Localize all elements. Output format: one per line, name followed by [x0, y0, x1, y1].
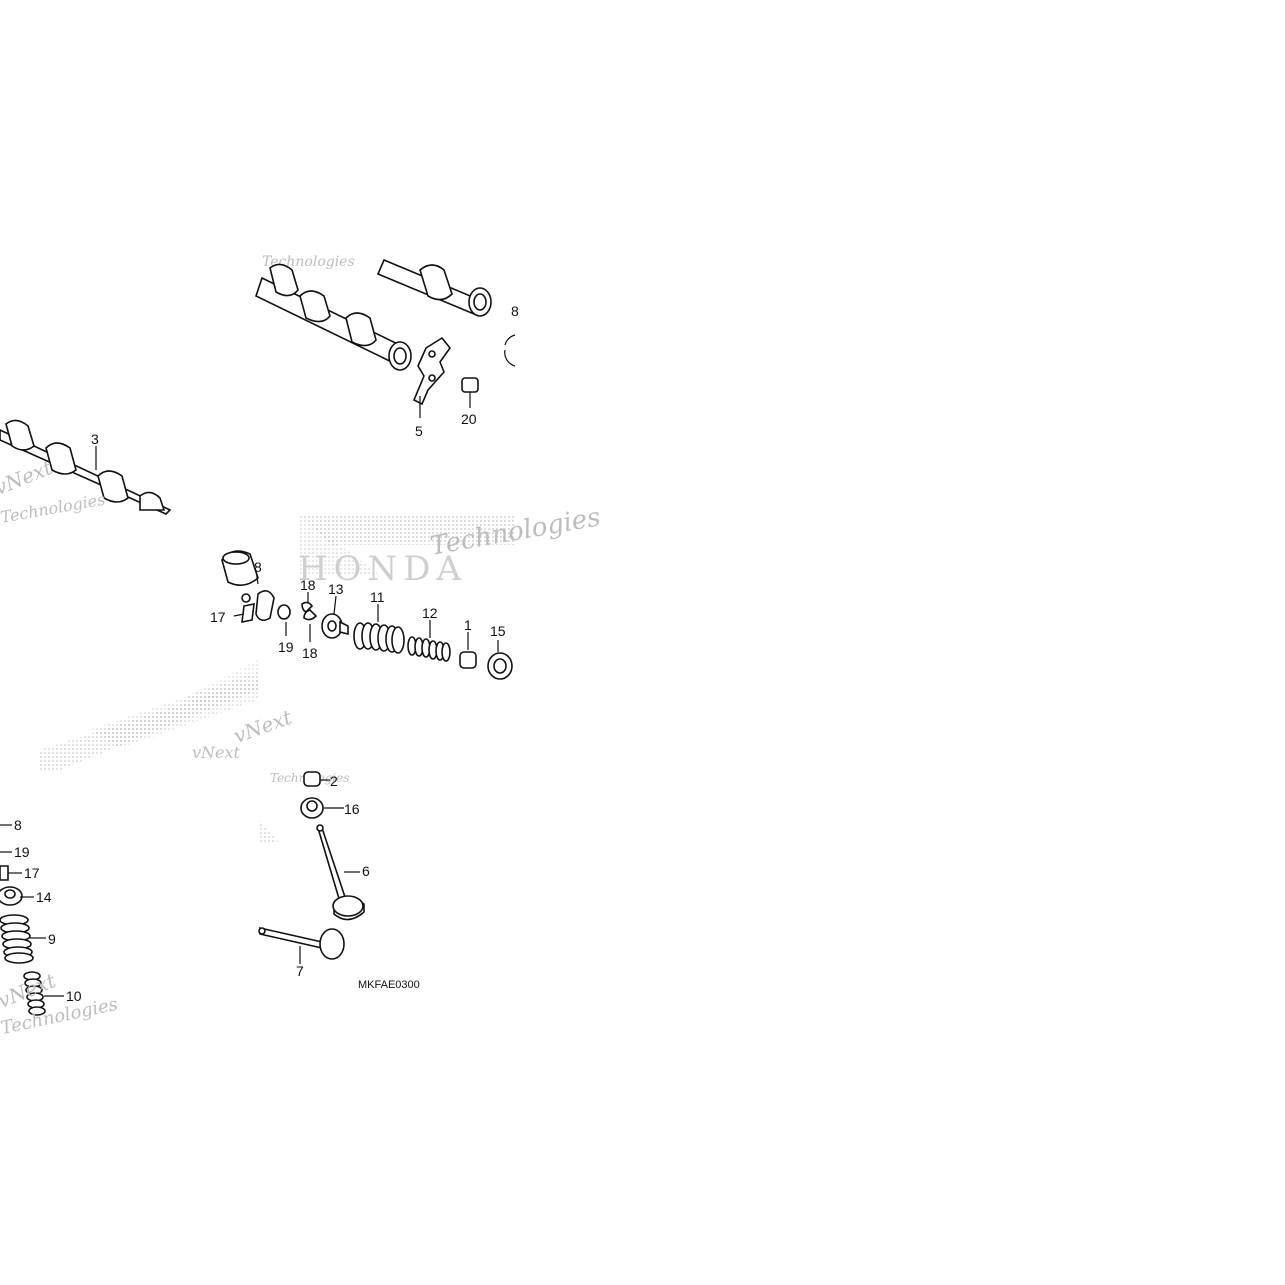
- watermark-text: Technologies: [0, 490, 107, 527]
- cam-stopper-plate: [412, 336, 452, 406]
- exhaust-outer-spring-9: [0, 914, 34, 964]
- callout-10: 10: [66, 988, 82, 1004]
- shim-19-upper: [277, 604, 291, 620]
- retainer-14: [0, 886, 23, 906]
- inner-spring-12: [407, 636, 451, 662]
- callout-9: 9: [48, 931, 56, 947]
- cotter-17-upper: [241, 602, 255, 624]
- callout-3: 3: [91, 431, 99, 447]
- seal-1: [459, 651, 477, 669]
- callout-17-lower: 17: [24, 865, 40, 881]
- intake-valve-6: [316, 824, 365, 921]
- exhaust-valve-7: [258, 926, 345, 960]
- callout-11: 11: [370, 589, 385, 605]
- callout-1: 1: [464, 617, 472, 633]
- callout-7: 7: [296, 963, 304, 979]
- callout-15: 15: [490, 623, 506, 639]
- shim-upper: [241, 590, 275, 622]
- watermark-text: vNext: [230, 705, 295, 748]
- watermark-text: Technologies: [428, 502, 603, 561]
- callout-17-upper: 17: [210, 609, 226, 625]
- callout-19-upper: 19: [278, 639, 294, 655]
- callout-6: 6: [362, 863, 370, 879]
- intake-camshaft: [255, 258, 492, 371]
- cotters-18: [301, 601, 318, 621]
- exhaust-inner-spring-10: [23, 971, 46, 1016]
- callout-8-lower: 8: [14, 817, 22, 833]
- callout-14: 14: [36, 889, 52, 905]
- callout-16: 16: [344, 801, 360, 817]
- callout-18-bottom: 18: [302, 645, 318, 661]
- watermark-text: vNext: [192, 743, 241, 762]
- stem-seal-2: [303, 771, 321, 787]
- watermark-brand: HONDA: [298, 549, 467, 589]
- stopper-bolt: [461, 377, 479, 393]
- watermark-text: vNext: [0, 455, 56, 500]
- exhaust-camshaft: [0, 419, 172, 515]
- valve-guide-16: [300, 797, 324, 819]
- left-middle-tile: vNext vNext: [40, 660, 296, 770]
- callout-8-edge: 8: [511, 303, 519, 319]
- lower-left-tile: 8 19 17 14 9 10 vNext Technologies: [0, 817, 120, 1039]
- callout-19-lower: 19: [14, 844, 30, 860]
- upper-right-tile: Technologies 5 20 8: [255, 254, 519, 439]
- callout-2: 2: [330, 773, 338, 789]
- seat-15: [487, 652, 513, 680]
- valve-lifter-upper: [221, 550, 259, 586]
- callout-13: 13: [328, 581, 344, 597]
- callout-18-top: 18: [300, 577, 316, 593]
- cotter-17-lower: [0, 865, 9, 881]
- lower-middle-tile: Technologies 2 16 6 7 MKFAE0300: [258, 771, 420, 991]
- upper-left-tile: 3 vNext Technologies: [0, 419, 172, 527]
- retainer-13: [321, 613, 349, 639]
- callout-5: 5: [415, 423, 423, 439]
- callout-12: 12: [422, 605, 438, 621]
- diagram-code: MKFAE0300: [358, 979, 420, 991]
- callout-20: 20: [461, 411, 477, 427]
- outer-spring-11: [353, 622, 405, 654]
- middle-tile: HONDA Technologies: [210, 502, 603, 680]
- callout-8-upper: 8: [254, 559, 262, 575]
